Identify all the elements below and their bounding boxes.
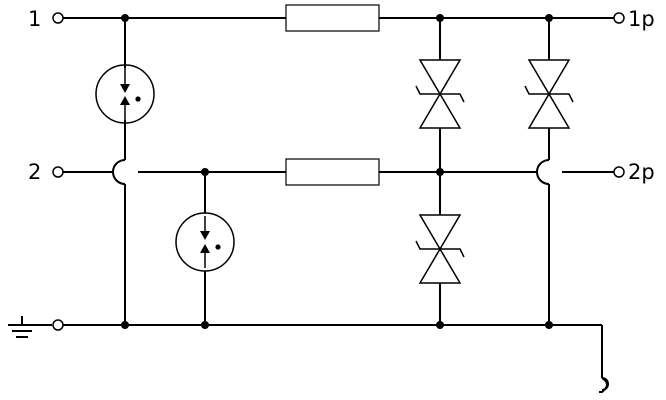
bidirectional-tvs-diode-icon: [415, 214, 465, 284]
tvs-branch-2: [536, 18, 550, 325]
terminal-label-1p: 1p: [628, 7, 655, 31]
terminal-label-2: 2: [28, 160, 41, 184]
chassis-hook-icon: [599, 377, 608, 393]
terminal-ground: [52, 319, 64, 331]
terminal-2p: [613, 166, 625, 178]
wire-crossover-hop-icon: [112, 159, 126, 185]
terminal-1: [52, 12, 64, 24]
terminal-2: [52, 166, 64, 178]
gas-discharge-tube-icon: [95, 64, 155, 124]
gdt-1-branch: [112, 18, 126, 325]
terminal-label-2p: 2p: [628, 160, 655, 184]
bidirectional-tvs-diode-icon: [524, 59, 574, 129]
ground-icon: [8, 316, 52, 338]
bidirectional-tvs-diode-icon: [415, 59, 465, 129]
terminal-label-1: 1: [28, 7, 41, 31]
terminal-1p: [613, 12, 625, 24]
junction-dots: [121, 14, 553, 329]
gas-discharge-tube-icon: [175, 212, 235, 272]
wire-crossover-hop-icon: [536, 159, 550, 185]
resistor-icon: [285, 4, 380, 32]
resistor-icon: [285, 158, 380, 186]
ground-rail-wire: [63, 324, 609, 391]
